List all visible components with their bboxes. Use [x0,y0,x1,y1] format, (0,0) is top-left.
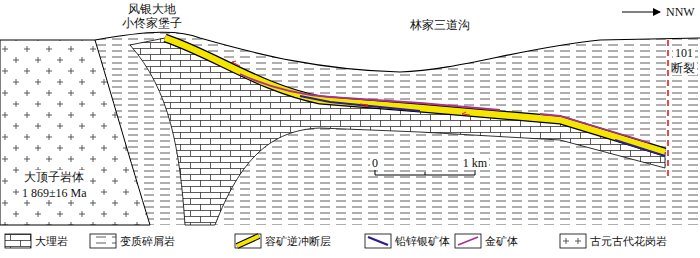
marble [130,38,665,225]
legend-swatch [235,234,261,248]
fault-outline [165,38,665,152]
legend-swatch [563,238,581,244]
age-label: 1 869±16 Ma [20,186,89,200]
legend-text: 古元古代花岗岩 [590,234,667,248]
legend-text: 金矿体 [485,234,518,248]
place-name: 小佟家堡子 [122,16,182,30]
place-name: 风银大地 [128,2,176,16]
legend-text: 大理岩 [35,234,68,248]
sky [0,0,700,72]
legend-swatch [237,236,259,246]
legend-swatch [365,234,391,248]
legend-swatch [368,237,388,245]
fault-name: 101 [673,46,695,60]
place-name: 林家三道沟 [410,18,470,32]
legend-text: 变质碎屑岩 [120,234,175,248]
scale-label: 0 [370,156,380,170]
north-arrow [622,12,660,13]
fault-name: 断裂 [669,61,697,75]
legend-swatch [560,234,586,248]
legend-swatch [5,234,31,248]
gold-ore [240,74,500,110]
intrusion-name: 大顶子岩体 [22,170,86,184]
legend-swatch [237,236,259,246]
legend-text: 铅锌银矿体 [395,234,450,248]
surface [95,32,700,72]
legend-swatch [455,234,481,248]
legend-text: 容矿逆冲断层 [265,234,331,248]
fault [165,38,665,152]
gold-ore [540,114,650,143]
direction-label: NNW [666,5,695,19]
legend-swatch [90,234,116,248]
scale-bar [375,170,475,175]
granite [0,40,150,225]
legend-swatch [458,237,478,245]
pbzn-ore [615,140,665,156]
slip-arrow [232,61,470,115]
scale-label: 1 km [461,156,489,170]
